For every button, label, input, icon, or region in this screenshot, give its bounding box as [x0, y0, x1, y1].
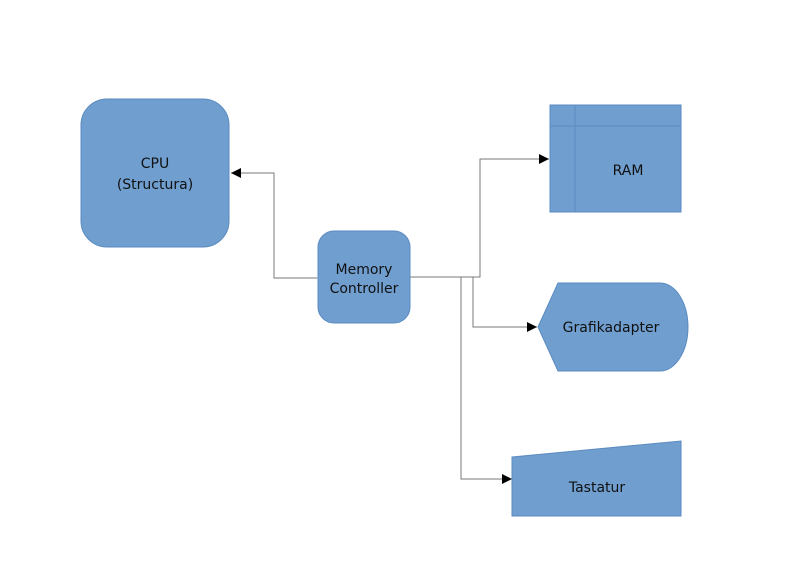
node-cpu[interactable]: CPU (Structura) [80, 98, 230, 248]
node-grafikadapter[interactable]: Grafikadapter [537, 282, 689, 372]
edge-cpu-memory-controller[interactable] [231, 168, 327, 283]
edges [231, 154, 549, 484]
memory-controller-label-line-2: Controller [330, 281, 399, 297]
ram-label: RAM [613, 163, 644, 179]
node-ram[interactable]: RAM [549, 104, 682, 213]
grafikadapter-label: Grafikadapter [563, 320, 660, 336]
node-memory-controller[interactable]: Memory Controller [317, 230, 411, 324]
edge-memory-controller-tastatur[interactable] [460, 277, 512, 484]
edge-memory-controller-grafikadapter[interactable] [472, 277, 537, 332]
tastatur-label: Tastatur [568, 480, 626, 496]
memory-controller-label-line-1: Memory [336, 262, 393, 278]
node-tastatur[interactable]: Tastatur [511, 440, 682, 517]
edge-memory-controller-ram[interactable] [400, 154, 549, 282]
cpu-label-line-2: (Structura) [117, 177, 193, 193]
cpu-label-line-1: CPU [141, 156, 169, 172]
